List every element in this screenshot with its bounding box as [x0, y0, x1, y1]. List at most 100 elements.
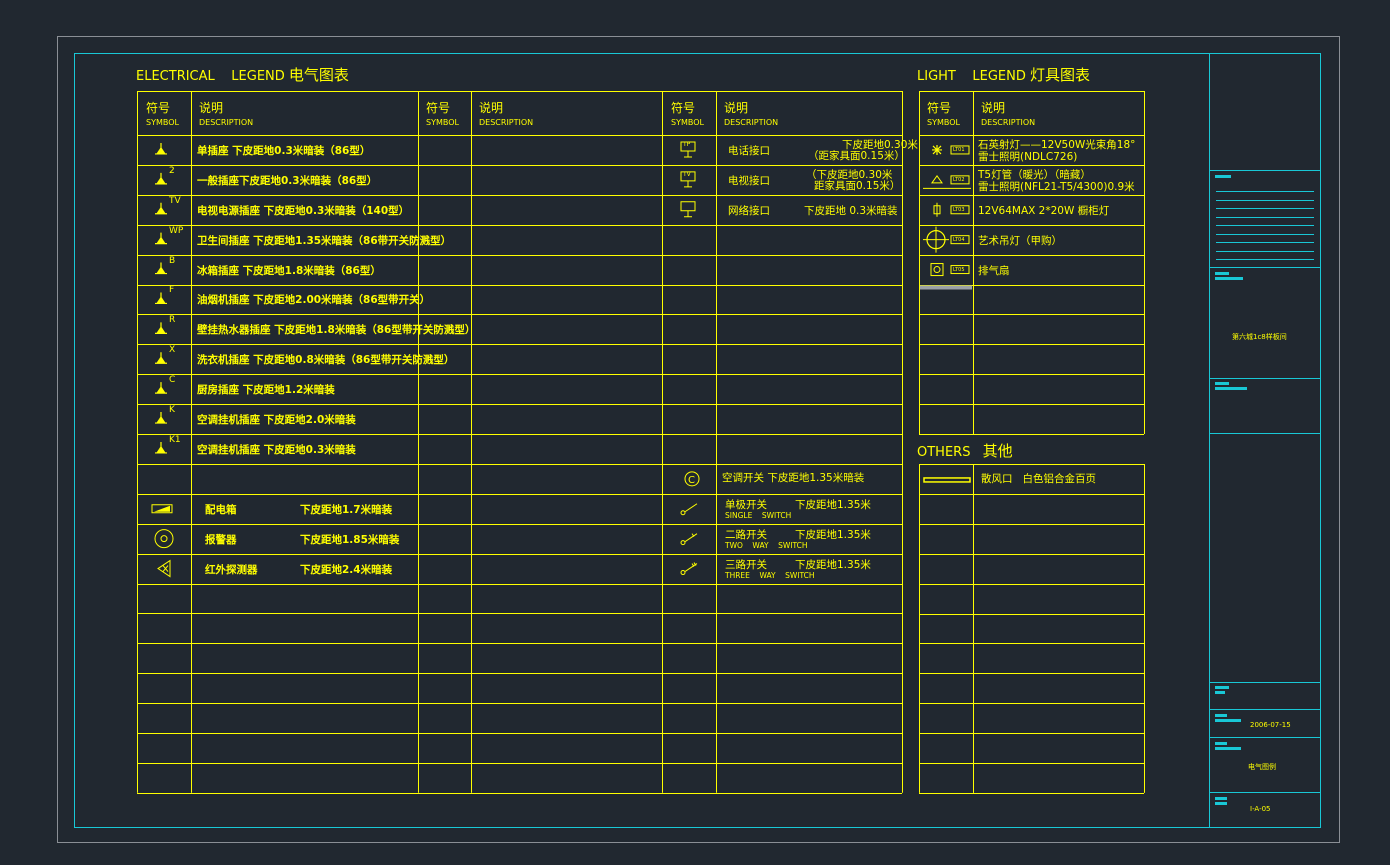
switch-name-cn: 单极开关: [725, 498, 767, 511]
socket-symbol-suffix: X: [169, 345, 176, 356]
title-block-label-bar: [1215, 382, 1229, 385]
interface-spec-2: （距家具面0.15米）: [808, 149, 905, 162]
header-desc-cn: 说明: [981, 101, 1006, 115]
light-tag-box-icon: [950, 265, 970, 275]
switch-name-en: TWO WAY SWITCH: [725, 540, 808, 550]
light-desc-2: 雷士照明(NFL21-T5/4300)0.9米: [978, 180, 1135, 193]
title-block-row-line: [1210, 709, 1320, 710]
title-block-label-bar: [1215, 802, 1227, 805]
switch-spec: 下皮距地1.35米: [795, 558, 871, 571]
others-desc: 散风口 白色铝合金百页: [981, 472, 1097, 485]
title-block-label-bar: [1215, 387, 1247, 390]
title-block-note-line: [1216, 216, 1314, 218]
header-desc-cn: 说明: [724, 101, 749, 115]
socket-description: 空调挂机插座 下皮距地0.3米暗装: [197, 443, 356, 456]
socket-symbol-suffix: K1: [169, 434, 181, 445]
header-desc-en: DESCRIPTION: [724, 118, 779, 127]
switch-lever-icon: [684, 562, 698, 572]
header-symbol-cn: 符号: [671, 101, 696, 115]
socket-symbol-suffix: K: [169, 405, 175, 416]
switch-icon: [680, 510, 686, 516]
title-block-row-line: [1210, 170, 1320, 171]
socket-description: 洗衣机插座 下皮距地0.8米暗装（86型带开关防溅型）: [197, 354, 455, 367]
header-desc-cn: 说明: [479, 101, 504, 115]
socket-symbol-icon: [155, 412, 167, 424]
electrical-title-en: ELECTRICAL LEGEND: [136, 69, 285, 84]
title-block-label-bar: [1215, 272, 1229, 275]
title-block-row-line: [1210, 378, 1320, 379]
socket-symbol-suffix: TV: [169, 195, 181, 206]
socket-symbol-icon: [155, 142, 167, 155]
interface-label: TV: [683, 170, 691, 178]
title-block-note-line: [1216, 208, 1314, 209]
socket-description: 厨房插座 下皮距地1.2米暗装: [197, 384, 335, 397]
title-block-divider: [1209, 54, 1210, 827]
light-desc: T5灯管（暖光）（暗藏）: [978, 168, 1091, 181]
title-block-label-bar: [1215, 742, 1227, 745]
socket-symbol-icon: [155, 202, 167, 215]
socket-description: 壁挂热水器插座 下皮距地1.8米暗装（86型带开关防溅型）: [197, 324, 476, 337]
header-symbol-cn: 符号: [927, 101, 952, 115]
socket-description: 冰箱插座 下皮距地1.8米暗装（86型）: [197, 264, 381, 277]
title-block-row-line: [1210, 433, 1320, 434]
distribution-box-fill-icon: [154, 505, 170, 512]
header-desc-cn: 说明: [199, 101, 224, 115]
exhaust-fan-core-icon: [933, 266, 941, 274]
socket-description: 空调挂机插座 下皮距地2.0米暗装: [197, 414, 356, 427]
title-block-note-line: [1216, 199, 1314, 201]
light-tag: LT01: [953, 146, 965, 153]
header-desc-en: DESCRIPTION: [981, 118, 1036, 127]
switch-spec: 下皮距地1.35米: [795, 498, 871, 511]
infrared-detector-icon: [157, 559, 171, 578]
device-spec: 下皮距地1.85米暗装: [300, 533, 400, 546]
socket-symbol-suffix: F: [169, 285, 175, 296]
ac-switch-desc: 空调开关 下皮距地1.35米暗装: [722, 472, 865, 484]
inner-frame: [74, 53, 1321, 828]
header-symbol-en: SYMBOL: [426, 118, 459, 127]
interface-spec: （下皮距地0.30米: [806, 168, 893, 181]
title-block-label-bar: [1215, 175, 1231, 178]
title-block-row-line: [1210, 737, 1320, 738]
socket-symbol-icon: [155, 441, 167, 454]
light-title-en: LIGHT LEGEND: [917, 69, 1026, 84]
title-block-label-bar: [1215, 686, 1229, 689]
interface-spec-2: 距家具面0.15米）: [814, 179, 901, 192]
outer-frame: [57, 36, 1340, 843]
title-block-note-line: [1216, 233, 1314, 235]
header-symbol-cn: 符号: [426, 101, 451, 115]
switch-name-en: THREE WAY SWITCH: [725, 570, 815, 580]
title-block-row-line: [1210, 682, 1320, 683]
device-spec: 下皮距地1.7米暗装: [300, 503, 393, 516]
title-block-note-line: [1216, 250, 1314, 252]
light-title-cn: 灯具图表: [1030, 66, 1091, 84]
socket-symbol-suffix: B: [169, 255, 176, 266]
light-tag: LT02: [953, 176, 965, 183]
drawing-date: 2006-07-15: [1250, 721, 1291, 729]
socket-symbol-icon: [155, 382, 167, 394]
interface-name: 电视接口: [728, 174, 770, 187]
title-block-row-line: [1210, 792, 1320, 793]
interface-name: 网络接口: [728, 204, 770, 217]
switch-name-cn: 三路开关: [725, 558, 767, 571]
title-block-note-line: [1216, 259, 1314, 260]
interface-label: TP: [683, 140, 691, 148]
light-desc: 石英射灯——12V50W光束角18°: [978, 138, 1136, 151]
interface-spec: 下皮距地0.30米: [842, 138, 918, 151]
interface-socket-icon: [680, 171, 696, 188]
ac-switch-icon: [684, 471, 700, 487]
light-tag-box-icon: [950, 175, 970, 185]
title-block-label-bar: [1215, 719, 1241, 722]
exhaust-fan-icon: [930, 263, 944, 277]
socket-description: 油烟机插座 下皮距地2.00米暗装（86型带开关）: [197, 294, 431, 307]
others-title-cn: 其他: [982, 442, 1013, 460]
header-symbol-en: SYMBOL: [671, 118, 704, 127]
title-block-label-bar: [1215, 797, 1227, 800]
light-tag-box-icon: [950, 145, 970, 155]
title-block-row-line: [1210, 267, 1320, 268]
header-symbol-en: SYMBOL: [927, 118, 960, 127]
drawing-name: 电气图例: [1248, 763, 1276, 771]
project-name: 第六城1c8样板间: [1232, 333, 1287, 341]
interface-socket-icon: [680, 201, 696, 218]
device-spec: 下皮距地2.4米暗装: [300, 563, 393, 576]
